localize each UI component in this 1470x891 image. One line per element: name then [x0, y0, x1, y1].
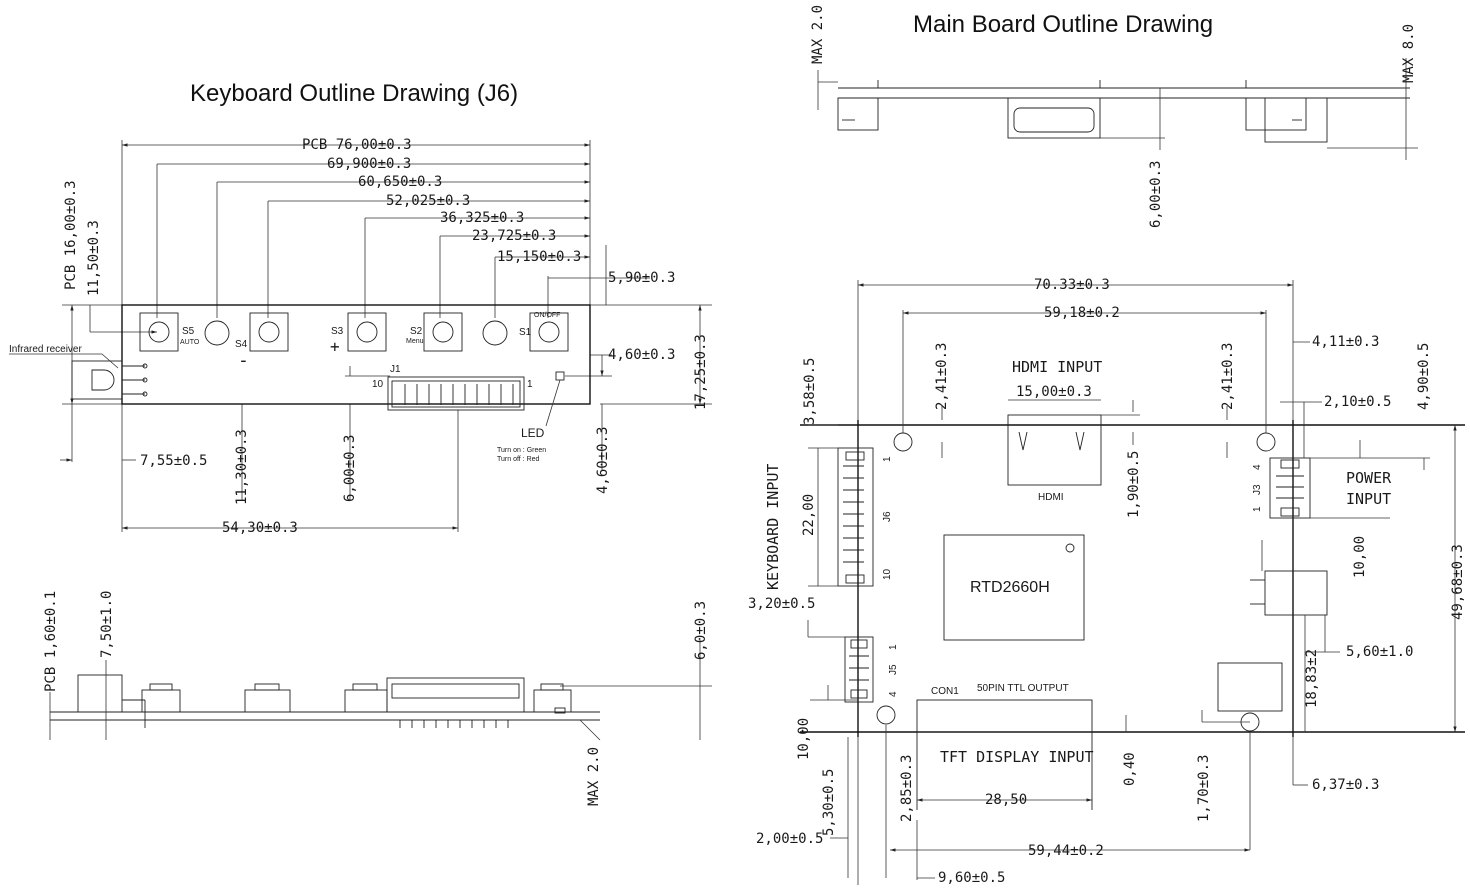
dim-2-41-left: 2,41±0.3 [934, 343, 950, 410]
j6-pin10-label: 10 [882, 568, 893, 580]
dim-max-2-0-keyboard: MAX 2.0 [586, 747, 602, 806]
j3-pin1-label: 1 [1252, 506, 1263, 512]
dim-18-83: 18,83±2 [1304, 649, 1320, 708]
j5-pin4-label: 4 [888, 691, 899, 697]
dim-60-650: 60,650±0.3 [358, 174, 442, 190]
dim-0-40: 0,40 [1122, 752, 1138, 786]
mainboard-top-view: HDMI INPUT HDMI POWER INPUT J3 4 1 KEYBO… [748, 277, 1466, 886]
hdmi-label: HDMI [1038, 492, 1064, 503]
dim-1-90: 1,90±0.5 [1126, 451, 1142, 518]
dim-5-30: 5,30±0.5 [821, 769, 837, 836]
dim-22-00: 22,00 [801, 494, 817, 536]
dim-28-50: 28,50 [985, 792, 1027, 808]
j5-pin1-label: 1 [888, 644, 899, 650]
j3-pin4-label: 4 [1252, 464, 1263, 470]
power-label: POWER [1346, 469, 1392, 487]
dim-pcb-length: PCB 76,00±0.3 [302, 137, 412, 153]
s3-label: S3 [331, 326, 344, 337]
dim-9-60: 9,60±0.5 [938, 870, 1005, 886]
dim-2-00: 2,00±0.5 [756, 831, 823, 847]
j1-connector-shape [387, 376, 525, 411]
j6-pin1-label: 1 [882, 456, 893, 462]
dim-6-0: 6,0±0.3 [693, 601, 709, 660]
dim-5-90: 5,90±0.3 [608, 270, 675, 286]
mainboard-side-view: Main Board Outline Drawing MAX 2.0 MAX 8… [810, 5, 1418, 228]
dim-4-60-top: 4,60±0.3 [608, 347, 675, 363]
dim-6-00: 6,00±0.3 [342, 435, 358, 502]
j1-label: J1 [390, 364, 401, 375]
dim-23-725: 23,725±0.3 [472, 228, 556, 244]
dim-49-68: 49,68±0.3 [1450, 544, 1466, 620]
j1-pin1-label: 1 [527, 379, 533, 390]
s4-label: S4 [235, 339, 248, 350]
dim-2-41-right: 2,41±0.3 [1220, 343, 1236, 410]
j1-pin10-label: 10 [372, 379, 384, 390]
ir-label: Infrared receiver [9, 344, 82, 355]
dim-1-70: 1,70±0.3 [1196, 755, 1212, 822]
dim-2-10: 2,10±0.5 [1324, 394, 1391, 410]
dim-7-50: 7,50±1.0 [99, 591, 115, 658]
dim-36-325: 36,325±0.3 [440, 210, 524, 226]
dim-max-2-0-main: MAX 2.0 [810, 5, 826, 64]
dim-7-55: 7,55±0.5 [140, 453, 207, 469]
chip-label: RTD2660H [970, 579, 1050, 596]
keyboard-title: Keyboard Outline Drawing (J6) [190, 80, 518, 107]
s5-sub-label: AUTO [180, 339, 200, 346]
power-input-label: INPUT [1346, 490, 1391, 508]
ir-receiver-shape [71, 360, 148, 400]
s1-label: S1 [519, 327, 532, 338]
j3-label: J3 [1252, 484, 1263, 495]
dim-11-50: 11,50±0.3 [86, 220, 102, 296]
dim-main-6-00: 6,00±0.3 [1148, 161, 1164, 228]
dim-4-60-bottom: 4,60±0.3 [595, 427, 611, 494]
j6-label: J6 [882, 511, 893, 522]
dim-4-90: 4,90±0.5 [1416, 343, 1432, 410]
led-on-label: Turn on : Green [497, 447, 546, 454]
dim-15-150: 15,150±0.3 [497, 249, 581, 265]
dim-69-900: 69,900±0.3 [327, 156, 411, 172]
dim-2-85: 2,85±0.3 [899, 755, 915, 822]
keyboard-drawing: Keyboard Outline Drawing (J6) [9, 80, 712, 536]
hdmi-input-label: HDMI INPUT [1012, 358, 1102, 376]
keyboard-side-view: PCB 1,60±0.1 7,50±1.0 6,0±0.3 MAX 2.0 [43, 591, 712, 806]
dim-max-8-0: MAX 8.0 [1401, 24, 1417, 83]
dim-pcb-width: PCB 16,00±0.3 [63, 180, 79, 290]
dim-10-00-right: 10,00 [1352, 536, 1368, 578]
dim-54-30: 54,30±0.3 [222, 520, 298, 536]
dim-3-20: 3,20±0.5 [748, 596, 815, 612]
dim-10-00-left: 10,00 [796, 718, 812, 760]
con1-label: CON1 [931, 686, 959, 697]
dim-4-11: 4,11±0.3 [1312, 334, 1379, 350]
dim-17-25: 17,25±0.3 [693, 334, 709, 410]
dim-59-18: 59,18±0.2 [1044, 305, 1120, 321]
mainboard-title: Main Board Outline Drawing [913, 11, 1213, 38]
onoff-label: ON/OFF [534, 312, 560, 319]
dim-6-37: 6,37±0.3 [1312, 777, 1379, 793]
plus-label: + [330, 337, 340, 356]
ttl-label: 50PIN TTL OUTPUT [977, 683, 1069, 694]
keyboard-input-label: KEYBOARD INPUT [764, 464, 782, 590]
dim-3-58: 3,58±0.5 [802, 358, 818, 425]
dim-11-30: 11,30±0.3 [234, 429, 250, 505]
dim-70-33: 70.33±0.3 [1034, 277, 1110, 293]
led-off-label: Turn off : Red [497, 456, 540, 463]
dim-15-00: 15,00±0.3 [1016, 384, 1092, 400]
dim-5-60: 5,60±1.0 [1346, 644, 1413, 660]
s2-label: S2 [410, 326, 423, 337]
tft-label: TFT DISPLAY INPUT [940, 748, 1094, 766]
j5-label: J5 [888, 664, 899, 675]
dim-59-44: 59,44±0.2 [1028, 843, 1104, 859]
s5-label: S5 [182, 326, 195, 337]
dim-pcb-thickness: PCB 1,60±0.1 [43, 591, 59, 692]
minus-label: - [238, 350, 249, 371]
led-label: LED [521, 426, 545, 440]
s2-sub-label: Menu [406, 338, 424, 345]
dim-52-025: 52,025±0.3 [386, 193, 470, 209]
